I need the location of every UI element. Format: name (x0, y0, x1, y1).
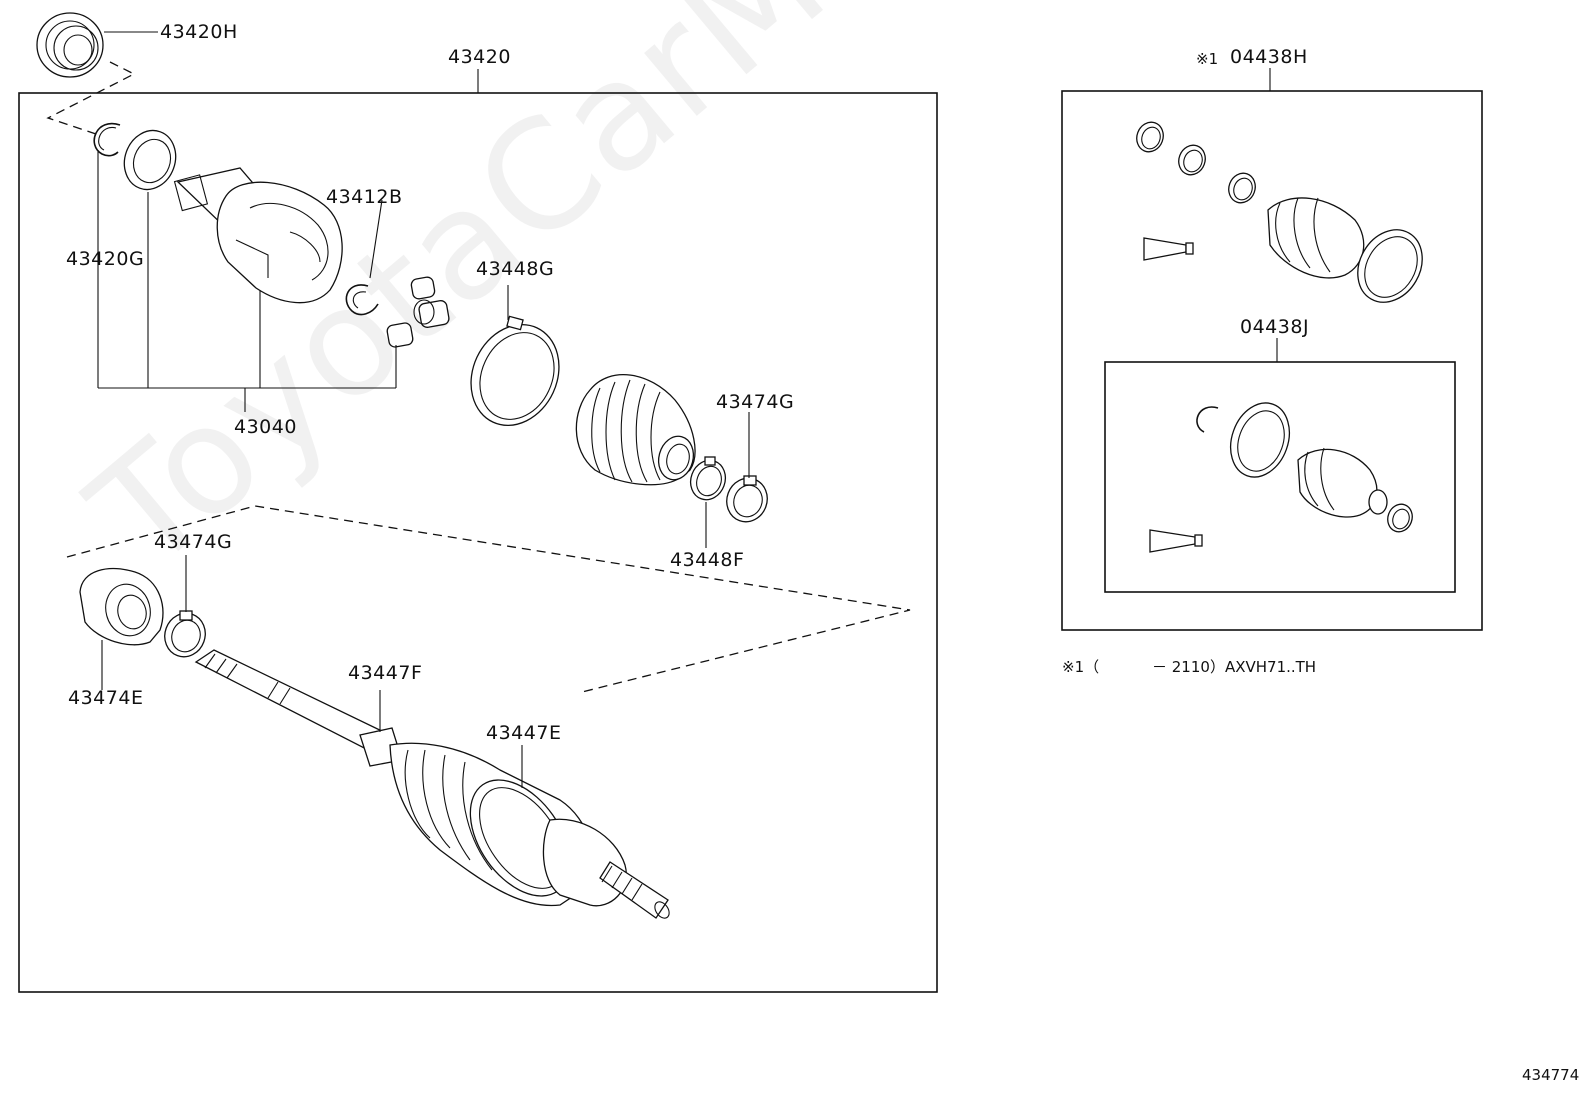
part-tripod-spider (386, 276, 450, 348)
label-43474E: 43474E (68, 687, 144, 709)
label-43447F: 43447F (348, 662, 423, 684)
label-43474G-upper: 43474G (716, 391, 795, 413)
label-43420G: 43420G (66, 248, 145, 270)
label-43420H: 43420H (160, 21, 238, 43)
part-43040-joint-housing (173, 167, 343, 304)
label-04438H: 04438H (1230, 46, 1308, 68)
part-43420H-dust-cover (36, 12, 104, 78)
label-43412B: 43412B (326, 186, 403, 208)
part-43448F-boot-clamp (689, 456, 727, 501)
part-outboard-boot-and-joint (389, 742, 670, 919)
label-43040: 43040 (234, 416, 297, 438)
label-04438J: 04438J (1240, 316, 1310, 338)
label-kit-mark: ※1 (1196, 50, 1219, 68)
footnote-text: － 2110）AXVH71..TH (1152, 658, 1317, 676)
part-43474G-boot-clamp-lower (164, 610, 206, 658)
part-43474G-boot-clamp-upper (726, 475, 768, 523)
part-seal-ring (123, 129, 177, 191)
label-43448G: 43448G (476, 258, 555, 280)
kit-frame-04438H (1061, 90, 1483, 631)
label-43448F: 43448F (670, 549, 745, 571)
label-43447E: 43447E (486, 722, 562, 744)
kit-04438H-parts (1136, 121, 1423, 303)
label-43420: 43420 (448, 46, 511, 68)
part-43448G-boot-clamp (470, 315, 560, 427)
part-inboard-boot (575, 374, 696, 486)
footnote-mark: ※1（ (1062, 658, 1100, 676)
kit-frame-04438J (1104, 361, 1456, 593)
kit-04438J-parts (1149, 402, 1413, 553)
label-43474G-lower: 43474G (154, 531, 233, 553)
part-43474E-inboard-joint (79, 568, 164, 646)
illustration-number: 434774 (1522, 1066, 1580, 1084)
